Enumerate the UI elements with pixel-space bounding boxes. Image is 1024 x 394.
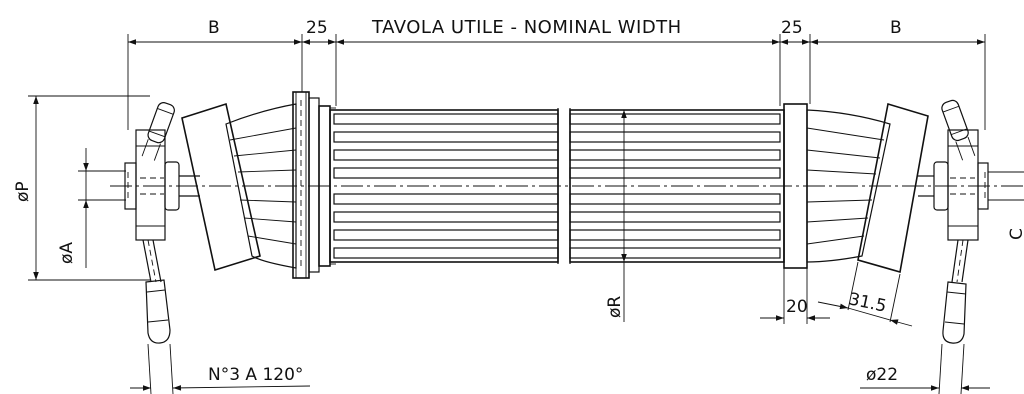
dimension-c [988,171,1024,201]
dim-b-right-label: B [890,18,902,38]
dimension-holes-note [130,343,311,394]
diameter-a-dimension [78,148,126,268]
dim-25-right-label: 25 [781,18,803,38]
roller-body-left-segment [329,109,559,263]
left-tilted-disc [181,102,261,272]
diameter-p-dimension [28,95,150,281]
dimension-20 [760,268,830,324]
dim-b-left-label: B [208,18,220,38]
dia-r-label: øR [605,296,625,318]
roller-stripes-right [569,113,781,259]
right-tilted-disc [857,102,929,274]
top-dimension-chain [127,34,986,130]
dimension-31-5 [817,261,913,327]
dim-c-label: C [1007,228,1024,240]
right-handle-assembly [918,99,989,344]
dim-31-5-label: 31.5 [847,289,888,316]
dia-a-label: øA [57,242,77,264]
dim-25-left-label: 25 [306,18,328,38]
nominal-width-label: TAVOLA UTILE - NOMINAL WIDTH [371,17,682,38]
dia-p-label: øP [13,181,33,202]
dimension-dia-22 [860,343,990,394]
right-cone-hatched [806,109,891,263]
dia-22-label: ø22 [866,365,898,385]
left-handle-assembly [124,102,200,344]
dim-20-label: 20 [786,297,808,317]
holes-note-label: N°3 A 120° [208,365,303,385]
roller-stripes-left [333,113,559,259]
roller-body-right-segment [569,109,785,263]
